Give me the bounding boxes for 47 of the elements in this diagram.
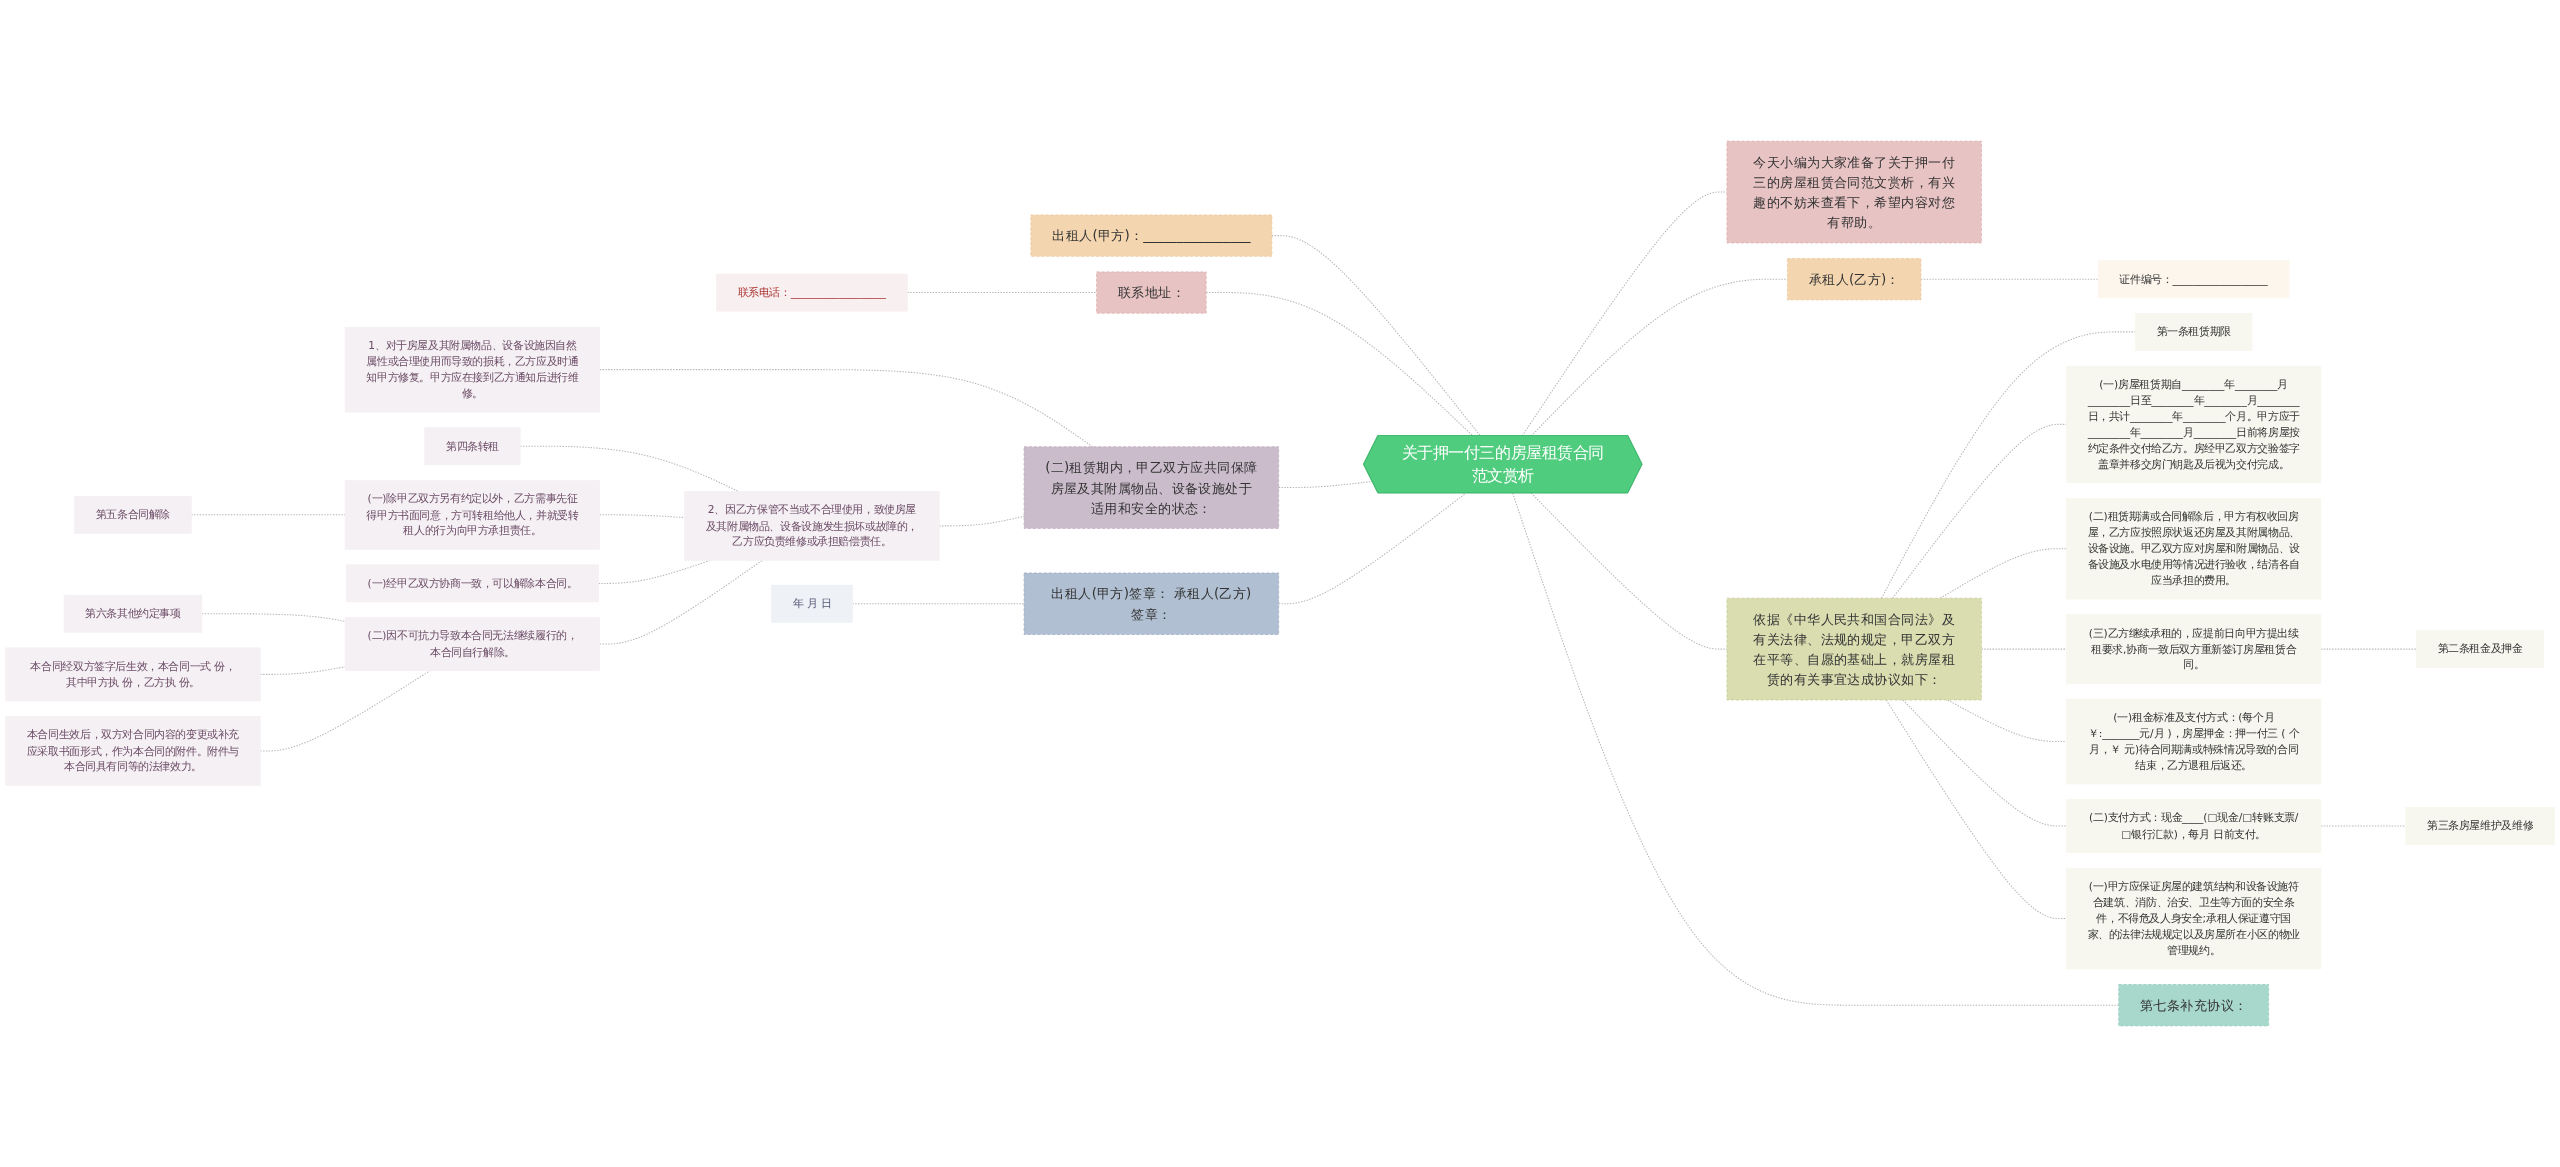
connector xyxy=(1271,235,1481,437)
node-box: (三)乙方继续承租的，应提前日向甲方提出续租要求,协商一致后双方重新签订房屋租赁合同。 xyxy=(2066,614,2322,684)
node-box: 证件编号：__________________ xyxy=(2097,260,2290,299)
connector xyxy=(1892,423,2067,599)
connector xyxy=(1885,699,2067,920)
node-box: 承租人(乙方)： xyxy=(1787,258,1922,301)
node-box: (一)房屋租赁期自________年________月________日至________年________月________日，共计________年________个月。甲方应于________年________月________日前将房屋按约定条件交付给乙方。房经甲乙双方交验签字盖章并移交房门钥匙及后视为交付完成。 xyxy=(2066,365,2322,484)
node-box: 联系电话：__________________ xyxy=(716,273,908,312)
node-box: (一)经甲乙双方协商一致，可以解除本合同。 xyxy=(345,564,599,603)
connector xyxy=(1920,278,2099,280)
node-box: (二)因不可抗力导致本合同无法继续履行的，本合同自行解除。 xyxy=(344,617,601,671)
connector xyxy=(1521,191,1728,437)
node-box: 第四条转租 xyxy=(424,427,521,466)
node-box: 年 月 日 xyxy=(771,584,853,623)
connector xyxy=(599,369,1094,448)
node-box: 第三条房屋维护及维修 xyxy=(2405,807,2555,845)
connector xyxy=(2320,648,2417,650)
connector xyxy=(201,613,346,622)
node-box: 第五条合同解除 xyxy=(74,495,192,534)
node-box: (一)租金标准及支付方式：(每个月￥:_______元/月 )，房屋押金：押一付三 ( 个月，￥ 元)待合同期满或特殊情况导致的合同结束，乙方退租后返还。 xyxy=(2066,698,2322,785)
node-box: 出租人(甲方)签章： 承租人(乙方)签章： xyxy=(1023,572,1280,635)
connector xyxy=(1278,480,1373,489)
node-box: 第二条租金及押金 xyxy=(2416,630,2545,668)
connector xyxy=(1278,492,1467,605)
node-box: (二)租赁期满或合同解除后，甲方有权收回房屋，乙方应按照原状返还房屋及其附属物品、设备设施。甲乙双方应对房屋和附属物品、设备设施及水电使用等情况进行验收，结清各自应当承担的费用。 xyxy=(2066,497,2322,600)
node-box: (二)租赁期内，甲乙双方应共同保障房屋及其附属物品、设备设施处于适用和安全的状态： xyxy=(1023,446,1280,529)
node-box: 本合同经双方签字后生效，本合同一式 份，其中甲方执 份，乙方执 份。 xyxy=(5,647,261,702)
node-box: 第一条租赁期限 xyxy=(2134,313,2253,351)
connector xyxy=(1902,699,2067,827)
connector xyxy=(1530,278,1788,437)
node-box: 依据《中华人民共和国合同法》及有关法律、法规的规定，甲乙双方在平等、自愿的基础上，就房屋租赁的有关事宜达成协议如下： xyxy=(1726,597,1982,701)
node-box: (一)甲方应保证房屋的建筑结构和设备设施符合建筑、消防、治安、卫生等方面的安全条件，不得危及人身安全;承租人保证遵守国家、的法律法规规定以及房屋所在小区的物业管理规约。 xyxy=(2066,867,2322,970)
node-box: (二)支付方式：现金____(□现金/□转账支票/□银行汇款)，每月 日前支付。 xyxy=(2066,799,2322,853)
node-box: 今天小编为大家准备了关于押一付三的房屋租赁合同范文赏析，有兴趣的不妨来查看下，希望内容对您有帮助。 xyxy=(1726,140,1982,244)
connector xyxy=(1530,492,1728,650)
connector xyxy=(1939,548,2067,599)
node-box: 第六条其他约定事项 xyxy=(63,594,203,633)
node-box: (一)除甲乙双方另有约定以外，乙方需事先征得甲方书面同意，方可转租给他人，并就受转租人的行为向甲方承担责任。 xyxy=(344,479,601,550)
node-box: 1、对于房屋及其附属物品、设备设施因自然属性或合理使用而导致的损耗，乙方应及时通知甲方修复。甲方应在接到乙方通知后进行维修。 xyxy=(344,326,601,413)
node-box: 联系地址： xyxy=(1096,271,1207,314)
connector xyxy=(1880,331,2136,599)
node-box: 第七条补充协议： xyxy=(2118,984,2269,1027)
connector xyxy=(599,559,763,645)
connector xyxy=(1947,699,2067,743)
node-box: 2、因乙方保管不当或不合理使用，致使房屋及其附属物品、设备设施发生损坏或故障的，乙方应负责维修或承担赔偿责任。 xyxy=(684,491,940,561)
node-box: 本合同生效后，双方对合同内容的变更或补充应采取书面形式，作为本合同的附件。附件与本合同具有同等的法律效力。 xyxy=(5,716,261,786)
node-box: 出租人(甲方)：________________ xyxy=(1030,214,1273,257)
